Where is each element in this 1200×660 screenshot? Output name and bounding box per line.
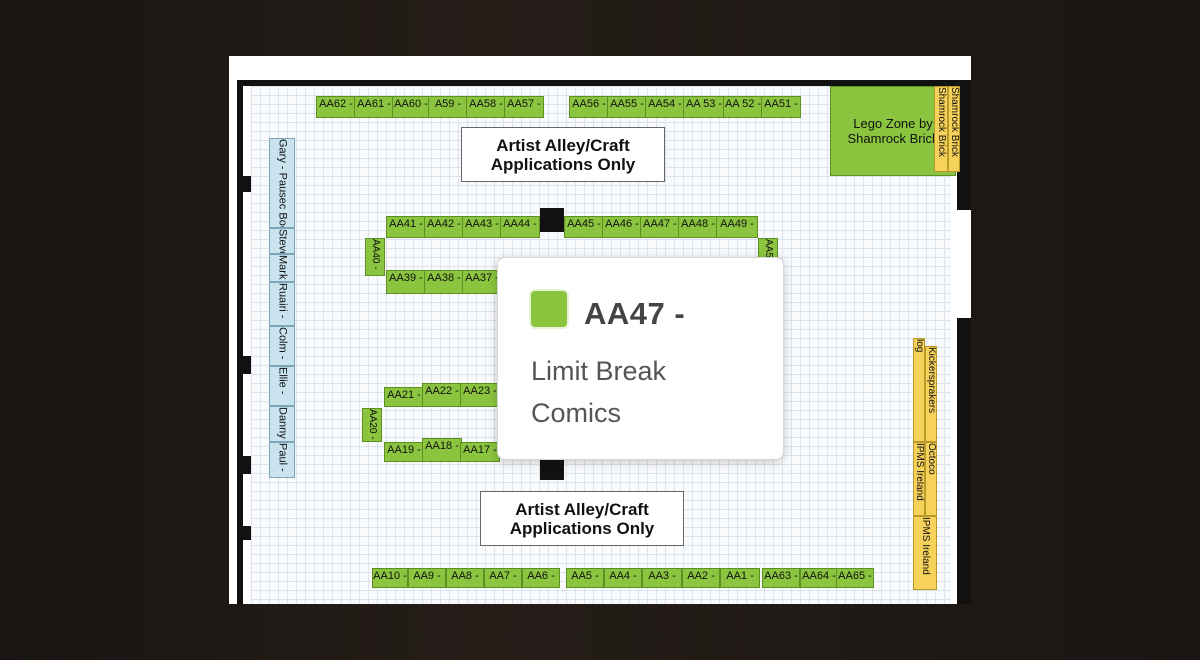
left-wall-notch <box>237 176 251 192</box>
booth[interactable]: AA60 - <box>392 96 430 118</box>
booth[interactable]: AA58 - <box>466 96 506 118</box>
artist-alley-sign-lower: Artist Alley/Craft Applications Only <box>480 491 684 546</box>
left-wall-notch <box>237 456 251 474</box>
vendor-booth[interactable]: Ellie - <box>269 366 295 406</box>
booth[interactable]: AA37 - <box>462 270 502 294</box>
artist-alley-sign-upper: Artist Alley/Craft Applications Only <box>461 127 665 182</box>
booth[interactable]: AA7 - <box>484 568 522 588</box>
left-wall <box>237 80 243 604</box>
booth[interactable]: AA10 - <box>372 568 408 588</box>
vendor-booth[interactable]: Gary - Pausec Books <box>269 138 295 228</box>
booth[interactable]: AA 52 - <box>723 96 763 118</box>
booth[interactable]: AA46 - <box>602 216 642 238</box>
booth[interactable]: AA4 - <box>604 568 642 588</box>
shamrock-brick-booth[interactable]: Shamrock Brick <box>934 86 948 172</box>
booth[interactable]: AA61 - <box>354 96 394 118</box>
booth[interactable]: AA51 - <box>761 96 801 118</box>
booth[interactable]: AA21 - <box>384 387 424 407</box>
booth[interactable]: AA55 - <box>607 96 647 118</box>
shamrock-brick-booth[interactable]: Shamrock Brick <box>948 86 960 172</box>
vendor-booth[interactable]: IPMS Ireland <box>913 516 937 590</box>
booth[interactable]: AA6 - <box>522 568 560 588</box>
vendor-booth[interactable]: Octoco <box>925 442 937 516</box>
booth[interactable]: AA54 - <box>645 96 685 118</box>
booth[interactable]: AA22 - <box>422 383 462 407</box>
booth[interactable]: AA64 - <box>800 568 838 588</box>
right-wall <box>957 80 971 210</box>
booth[interactable]: AA17 - <box>460 442 500 462</box>
booth[interactable]: AA63 - <box>762 568 800 588</box>
booth[interactable]: AA62 - <box>316 96 356 118</box>
right-wall-lower <box>957 318 971 604</box>
vendor-booth[interactable]: Steve - <box>269 228 295 254</box>
vendor-booth[interactable]: Kickersprakers <box>925 346 937 442</box>
booth[interactable]: AA42 - <box>424 216 464 238</box>
vendor-booth[interactable]: IPMS Ireland <box>913 442 925 516</box>
booth[interactable]: AA2 - <box>682 568 720 588</box>
lego-zone-label: Lego Zone by Shamrock Brick <box>847 116 939 146</box>
booth[interactable]: AA1 - <box>720 568 760 588</box>
vendor-booth[interactable]: Danny - <box>269 406 295 442</box>
booth[interactable]: AA8 - <box>446 568 484 588</box>
tooltip-description: Limit Break Comics <box>531 356 667 428</box>
booth[interactable]: AA23 - <box>460 383 500 407</box>
booth[interactable]: AA56 - <box>569 96 609 118</box>
booth[interactable]: AA45 - <box>564 216 604 238</box>
booth[interactable]: A59 - <box>428 96 468 118</box>
booth[interactable]: AA47 - <box>640 216 680 238</box>
vendor-booth[interactable]: Ruairi - <box>269 282 295 326</box>
booth[interactable]: AA9 - <box>408 568 446 588</box>
booth[interactable]: AA5 - <box>566 568 604 588</box>
booth[interactable]: AA 53 - <box>683 96 725 118</box>
left-wall-notch <box>237 356 251 374</box>
booth[interactable]: AA41 - <box>386 216 426 238</box>
vendor-booth[interactable]: log <box>913 338 925 442</box>
booth[interactable]: AA65 - <box>836 568 874 588</box>
left-wall-notch <box>237 526 251 540</box>
booth[interactable]: AA3 - <box>642 568 682 588</box>
booth[interactable]: AA18 - <box>422 438 462 462</box>
tooltip-color-swatch <box>529 289 569 329</box>
booth[interactable]: AA48 - <box>678 216 718 238</box>
booth[interactable]: AA57 - <box>504 96 544 118</box>
booth[interactable]: AA44 - <box>500 216 540 238</box>
vendor-booth[interactable]: Mark - <box>269 254 295 282</box>
vendor-booth[interactable]: Paul - <box>269 442 295 478</box>
booth[interactable]: AA49 - <box>716 216 758 238</box>
booth[interactable]: AA20 - <box>362 408 382 442</box>
tooltip-title: AA47 - <box>584 296 686 331</box>
vendor-booth[interactable]: Colm - <box>269 326 295 366</box>
upper-pillar <box>540 208 564 232</box>
lower-pillar <box>540 460 564 480</box>
booth[interactable]: AA39 - <box>386 270 426 294</box>
booth[interactable]: AA43 - <box>462 216 502 238</box>
top-wall <box>237 80 971 86</box>
booth[interactable]: AA38 - <box>424 270 464 294</box>
booth[interactable]: AA19 - <box>384 442 424 462</box>
booth-tooltip: AA47 - Limit Break Comics <box>497 257 784 460</box>
booth[interactable]: AA40 - <box>365 238 385 276</box>
